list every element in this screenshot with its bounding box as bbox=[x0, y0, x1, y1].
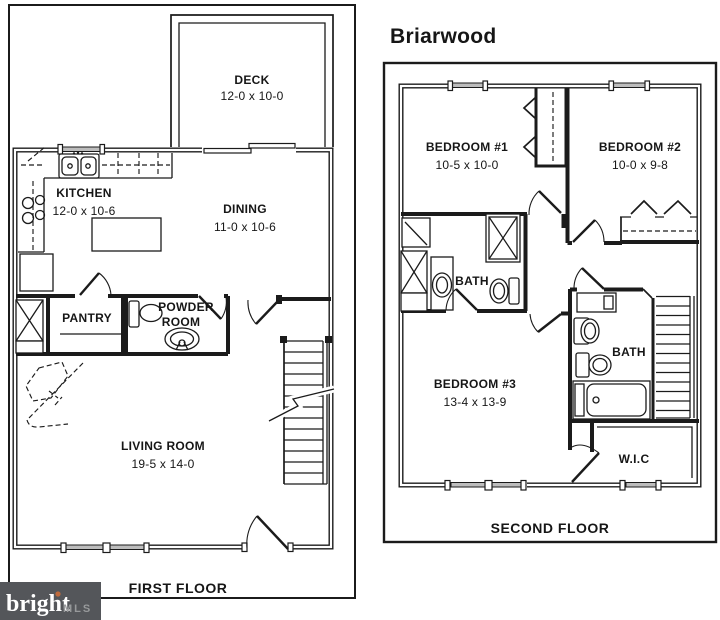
room-dims-living-room: 19-5 x 14-0 bbox=[132, 457, 195, 471]
room-dims-bedroom3: 13-4 x 13-9 bbox=[444, 395, 507, 409]
bath2-door bbox=[573, 267, 605, 290]
sliding-door bbox=[202, 142, 296, 156]
powder-vanity bbox=[128, 300, 163, 328]
bath1-vanity bbox=[430, 256, 454, 311]
wic-window bbox=[619, 479, 662, 491]
deck-rails bbox=[170, 14, 334, 147]
kitchen-window bbox=[57, 143, 106, 155]
staircase-first-floor bbox=[267, 336, 335, 485]
bath1-toilet bbox=[489, 277, 520, 305]
bath2-toilet bbox=[575, 352, 612, 378]
front-door bbox=[241, 515, 294, 553]
first-floor-plan: DECK 12-0 x 10-0 KITCHEN 12-0 x 10-6 DIN… bbox=[8, 4, 356, 599]
pantry-door bbox=[79, 272, 112, 296]
plan-title: Briarwood bbox=[390, 25, 497, 48]
logo-background bbox=[0, 582, 101, 620]
room-label-bath2: BATH bbox=[612, 345, 646, 359]
room-dims-kitchen: 12-0 x 10-6 bbox=[53, 204, 116, 218]
room-label-wic: W.I.C bbox=[619, 452, 650, 466]
room-label-bedroom3: BEDROOM #3 bbox=[434, 377, 516, 391]
logo-suffix-text: MLS bbox=[63, 603, 92, 615]
room-dims-deck: 12-0 x 10-0 bbox=[221, 89, 284, 103]
room-label-living-room: LIVING ROOM bbox=[121, 439, 205, 453]
wic-door bbox=[571, 444, 600, 483]
bath1-closet-x bbox=[400, 250, 428, 312]
brightmls-watermark: bright MLS bbox=[0, 582, 101, 620]
room-dims-bedroom1: 10-5 x 10-0 bbox=[436, 158, 499, 172]
room-dims-bedroom2: 10-0 x 9-8 bbox=[612, 158, 668, 172]
staircase-second-floor bbox=[651, 295, 695, 420]
bedroom2-window bbox=[608, 80, 651, 92]
room-label-kitchen: KITCHEN bbox=[56, 186, 111, 200]
bedroom1-closet bbox=[522, 88, 568, 168]
bedroom1-window bbox=[447, 80, 489, 92]
optional-corner-fireplace bbox=[25, 361, 84, 428]
refrigerator bbox=[19, 253, 54, 292]
stove-burners bbox=[21, 194, 46, 225]
second-floor-label: SECOND FLOOR bbox=[491, 520, 610, 536]
second-floor-exterior-walls bbox=[398, 83, 702, 488]
shower bbox=[485, 213, 521, 263]
powder-door bbox=[198, 295, 227, 320]
wic-room bbox=[597, 426, 693, 478]
room-label-bath1: BATH bbox=[455, 274, 489, 288]
first-floor-closet-x bbox=[15, 299, 44, 354]
room-label-powder: POWDER bbox=[158, 300, 214, 314]
pantry-powder-walls bbox=[16, 294, 230, 356]
bedroom2-walls bbox=[567, 199, 699, 245]
kitchen-sink bbox=[58, 151, 100, 179]
room-label-dining: DINING bbox=[223, 202, 267, 216]
bath2-walls bbox=[568, 287, 699, 452]
room-label-pantry: PANTRY bbox=[62, 311, 112, 325]
room-label-deck: DECK bbox=[234, 73, 269, 87]
room-dims-dining: 11-0 x 10-6 bbox=[214, 220, 276, 234]
bath1-door bbox=[445, 288, 478, 311]
powder-toilet bbox=[164, 327, 200, 351]
bath2-vanity bbox=[576, 292, 617, 313]
living-room-window bbox=[60, 542, 150, 554]
room-label-bedroom1: BEDROOM #1 bbox=[426, 140, 508, 154]
room-label-powder-2: ROOM bbox=[162, 315, 201, 329]
first-floor-border bbox=[8, 4, 356, 599]
second-floor-border bbox=[382, 61, 718, 544]
first-floor-label: FIRST FLOOR bbox=[129, 580, 228, 596]
logo-accent-dot bbox=[55, 591, 61, 597]
stair-hall-wall bbox=[276, 295, 331, 304]
bath2-sink bbox=[573, 317, 600, 345]
bathtub bbox=[572, 380, 651, 420]
bedroom3-window bbox=[444, 479, 527, 491]
bedroom3-door bbox=[529, 313, 562, 333]
bedroom1-door bbox=[528, 190, 562, 216]
stair-hall-door bbox=[247, 299, 279, 325]
bedroom2-door bbox=[572, 219, 605, 243]
kitchen-island bbox=[91, 217, 162, 252]
hall-linen-closet bbox=[401, 217, 431, 248]
room-label-bedroom2: BEDROOM #2 bbox=[599, 140, 681, 154]
second-floor-plan: Briarwood bbox=[382, 25, 718, 544]
